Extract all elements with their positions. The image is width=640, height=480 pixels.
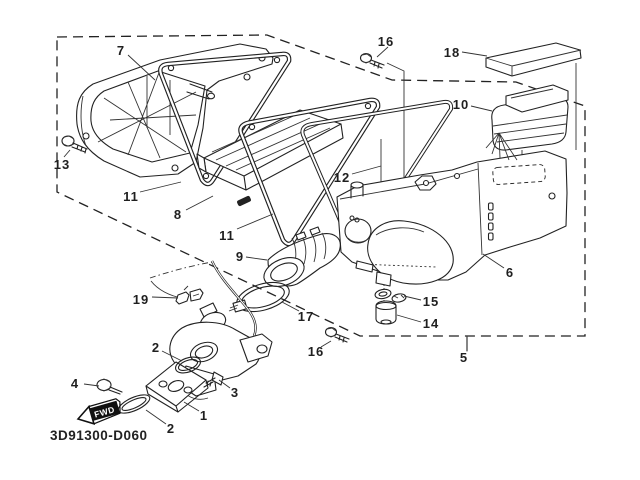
callout-3-label: 3 [231, 385, 239, 400]
leader-lines [63, 46, 505, 425]
part-15-washer-drawing [374, 288, 407, 303]
part-3-screw-drawing [203, 371, 224, 388]
callout-16-bottom-label: 16 [308, 344, 324, 359]
fwd-arrow-icon: FWD [76, 398, 121, 425]
part-16-bolt-bottom-drawing [324, 326, 350, 343]
callout-labels: 7 16 18 10 13 11 8 12 11 9 6 19 17 15 14… [54, 34, 514, 436]
part-2-gasket-drawing [117, 394, 151, 414]
callout-4-label: 4 [71, 376, 79, 391]
callout-10-label: 10 [453, 97, 469, 112]
part-14-damper-drawing [375, 300, 397, 325]
callout-11-upper-label: 11 [123, 189, 139, 204]
part-13-bolt-drawing [61, 135, 88, 154]
callout-7-label: 7 [117, 43, 125, 58]
callout-16-top-label: 16 [378, 34, 394, 49]
callout-14-label: 14 [423, 316, 439, 331]
part-10-duct-drawing [485, 84, 569, 161]
part-4-bolt-drawing [96, 378, 123, 395]
callout-8-label: 8 [174, 207, 182, 222]
part-11-gasket-upper-drawing [158, 51, 292, 187]
callout-1-label: 1 [200, 408, 208, 423]
callout-5-label: 5 [460, 350, 468, 365]
part-18-lid-drawing [485, 42, 582, 77]
part-6-air-cleaner-case-drawing [336, 150, 568, 287]
part-2-oring-drawing [175, 356, 201, 374]
callout-18-label: 18 [444, 45, 460, 60]
callout-2-upper-label: 2 [152, 340, 160, 355]
dashed-boundary-outline [56, 34, 586, 352]
callout-12-label: 12 [334, 170, 350, 185]
callout-15-label: 15 [423, 294, 439, 309]
callout-11-lower-label: 11 [219, 228, 235, 243]
drawing-number: 3D91300-D060 [50, 428, 148, 443]
callout-9-label: 9 [236, 249, 244, 264]
callout-6-label: 6 [506, 265, 514, 280]
part-9-joint-boot-drawing [263, 226, 341, 287]
part-11-gasket-lower-drawing [238, 97, 381, 247]
part-16-bolt-top-drawing [359, 52, 385, 69]
callout-2-lower-label: 2 [167, 421, 175, 436]
callout-13-label: 13 [54, 157, 70, 172]
callout-19-label: 19 [133, 292, 149, 307]
callout-17-label: 17 [298, 309, 314, 324]
part-19-holder-drawing [175, 285, 204, 305]
